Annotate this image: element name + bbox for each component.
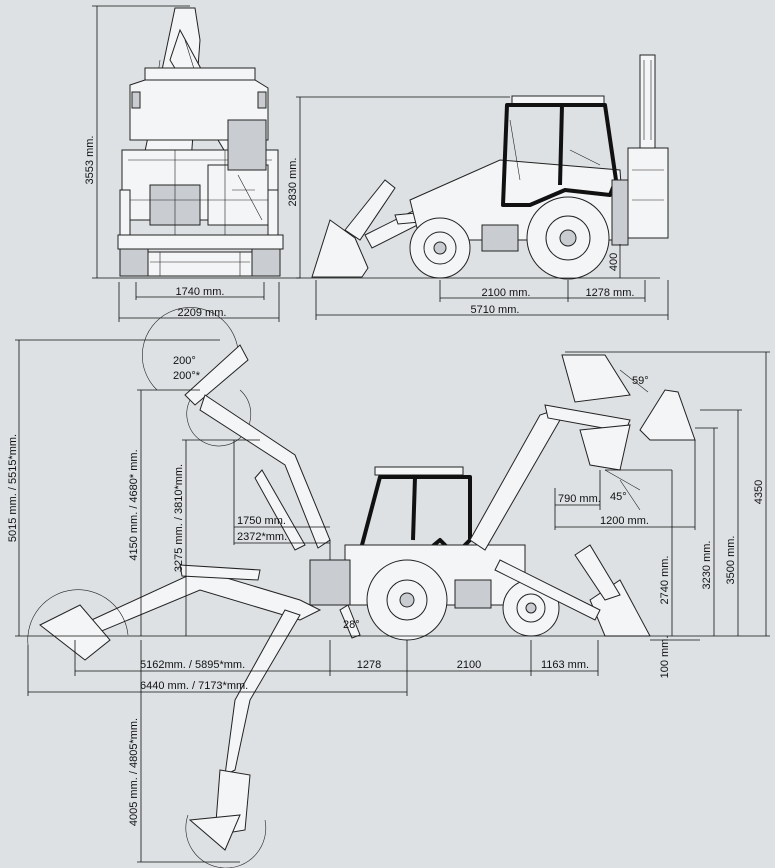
dim-loader-dump-angle: 45° [610,491,627,503]
dim-front-height: 3553 mm. [84,136,96,185]
dim-reach-ground-level: 6440 mm. / 7173*mm. [140,680,248,692]
dim-wheelbase-2: 2100 [457,659,481,671]
dim-bucket-rotation-2: 200°* [173,370,201,382]
dim-loading-height: 3275 mm. / 3810*mm. [173,464,185,572]
dim-loader-dig-depth: 100 mm. [659,636,671,679]
dim-stabilizer-angle: 28° [343,619,360,631]
dim-front-overhang: 1163 mm. [541,659,589,671]
dim-rear-overhang-2: 1278 [357,659,381,671]
dim-bucket-rotation-1: 200° [173,355,196,367]
dim-loader-dump-clearance: 2740 mm. [659,556,671,605]
dim-ground-clearance: 400 [608,253,620,271]
dim-overall-width: 2209 mm. [178,307,227,319]
dim-reach-at-dump: 1750 mm. [237,515,286,527]
dim-wheelbase: 2100 mm. [482,287,531,299]
side-view-top [311,54,669,280]
dim-max-dig-reach-height: 5015 mm. / 5515*mm. [7,434,19,542]
dim-loader-dump-reach: 790 mm. [558,493,601,505]
working-range-view [27,307,696,868]
dim-loader-max-height: 4350 [753,480,765,504]
dim-track-width: 1740 mm. [176,286,225,298]
dim-dump-height: 4150 mm. / 4680* mm. [128,449,140,560]
dim-reach-at-dump-ext: 2372*mm. [237,531,287,543]
dim-overall-length: 5710 mm. [471,304,520,316]
dim-dig-depth: 4005 mm. / 4805*mm. [128,718,140,826]
dim-loader-hinge-height-2: 3500 mm. [725,536,737,585]
front-view-dimensions: 3553 mm. 1740 mm. 2209 mm. [84,5,300,322]
dim-loader-rollback: 59° [632,375,649,387]
side-view-top-dimensions: 2830 mm. 400 2100 mm. 1278 mm. 5710 mm. [287,96,669,320]
front-view [117,7,284,277]
dim-loader-reach-ground: 1200 mm. [600,515,649,527]
dim-cab-height: 2830 mm. [287,158,299,207]
dim-reach-to-swing-center: 5162mm. / 5895*mm. [140,659,245,671]
dim-loader-hinge-height-1: 3230 mm. [701,541,713,590]
working-range-dimensions: 5015 mm. / 5515*mm. 4150 mm. / 4680* mm.… [7,339,770,863]
dim-rear-overhang: 1278 mm. [586,287,635,299]
